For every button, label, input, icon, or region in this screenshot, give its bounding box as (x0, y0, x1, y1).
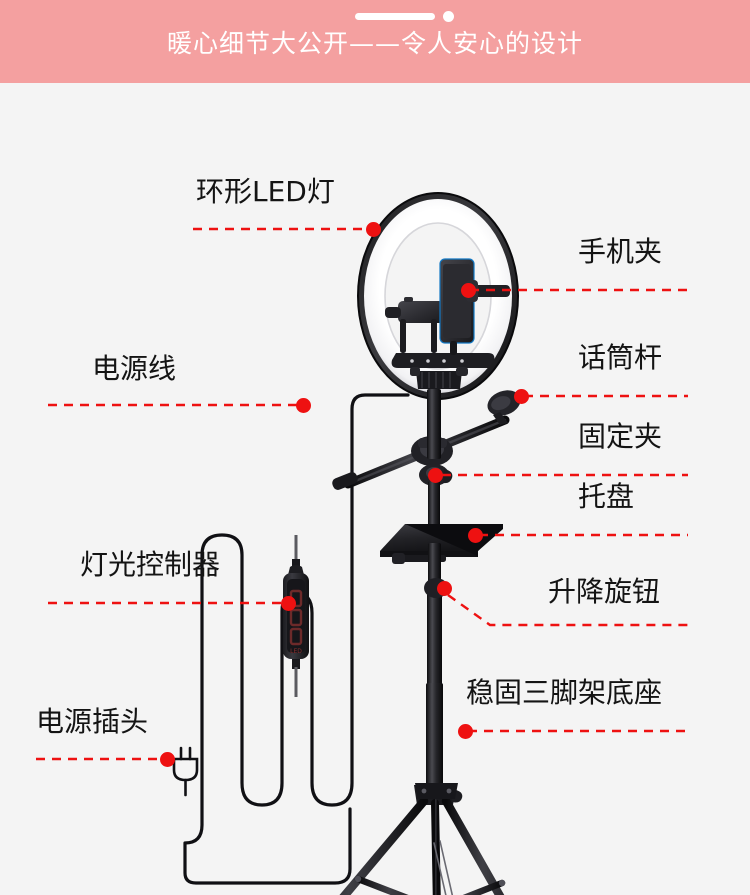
callout-dot-fixing-clamp[interactable] (428, 468, 443, 483)
tray-part (380, 524, 503, 564)
callout-label-power-plug: 电源插头 (36, 705, 149, 738)
callout-dot-phone-clip[interactable] (461, 283, 476, 298)
power-cord-path (183, 393, 410, 885)
svg-text:LED: LED (290, 648, 302, 655)
callout-dot-mic-boom-arm[interactable] (514, 389, 529, 404)
callout-label-power-cord: 电源线 (92, 352, 177, 385)
callout-label-fixing-clamp: 固定夹 (578, 420, 663, 453)
ring-mount-yoke (410, 367, 468, 389)
callout-dot-ring-led-light[interactable] (366, 222, 381, 237)
callout-label-tray: 托盘 (578, 480, 635, 513)
callout-label-height-knob: 升降旋钮 (548, 575, 661, 608)
callout-label-tripod-base: 稳固三脚架底座 (466, 676, 663, 709)
product-diagram-stage: LED (0, 83, 750, 895)
callout-dot-tray[interactable] (468, 528, 483, 543)
callout-label-ring-led-light: 环形LED灯 (196, 175, 335, 208)
header-decoration (0, 10, 750, 22)
tripod-base-part (339, 783, 506, 895)
callout-label-mic-boom-arm: 话筒杆 (578, 341, 663, 374)
page-title: 暖心细节大公开——令人安心的设计 (166, 29, 583, 58)
callout-dot-light-controller[interactable] (281, 596, 296, 611)
callout-label-light-controller: 灯光控制器 (80, 548, 221, 581)
ring-control-panel (391, 353, 495, 368)
callout-dot-power-plug[interactable] (160, 752, 175, 767)
power-plug-icon (172, 746, 199, 797)
callout-dot-power-cord[interactable] (296, 398, 311, 413)
decorative-dot-icon (443, 11, 454, 22)
callout-dot-tripod-base[interactable] (458, 724, 473, 739)
center-pole-upper (419, 389, 453, 543)
center-pole-mid (424, 543, 450, 693)
product-illustration: LED (172, 192, 521, 895)
page-header: 暖心细节大公开——令人安心的设计 (0, 0, 750, 83)
light-controller-part: LED (283, 535, 309, 697)
callout-label-phone-clip: 手机夹 (578, 235, 663, 268)
decorative-bar-icon (355, 13, 435, 20)
callout-dot-height-knob[interactable] (437, 581, 452, 596)
